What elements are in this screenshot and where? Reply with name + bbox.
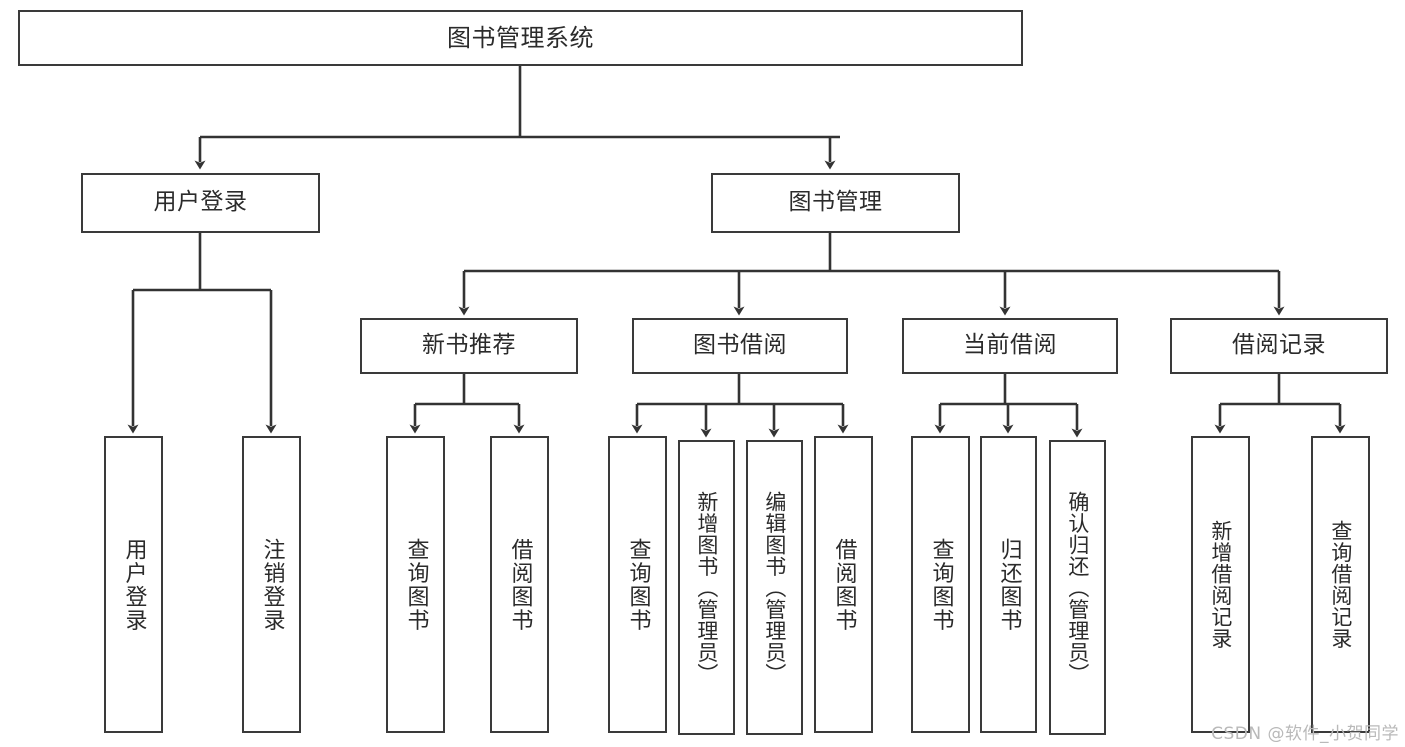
node-borrow-record[interactable]: 借阅记录 xyxy=(1170,318,1388,374)
node-book-borrow[interactable]: 图书借阅 xyxy=(632,318,848,374)
node-leaf-add-record-label: 新增借阅记录 xyxy=(1208,520,1233,649)
node-leaf-edit-book[interactable]: 编辑图书（管理员） xyxy=(746,440,803,735)
node-current-borrow-label: 当前借阅 xyxy=(963,332,1057,359)
node-leaf-edit-book-label: 编辑图书（管理员） xyxy=(762,490,787,685)
node-leaf-query-book-2-label: 查询图书 xyxy=(625,537,651,632)
node-leaf-user-login[interactable]: 用户登录 xyxy=(104,436,163,733)
node-leaf-add-book-label: 新增图书（管理员） xyxy=(694,490,719,685)
node-leaf-query-record-label: 查询借阅记录 xyxy=(1328,520,1353,649)
node-root[interactable]: 图书管理系统 xyxy=(18,10,1023,66)
node-leaf-borrow-book-2-label: 借阅图书 xyxy=(831,537,857,632)
node-leaf-query-book-3[interactable]: 查询图书 xyxy=(911,436,970,733)
node-leaf-return-book-label: 归还图书 xyxy=(996,537,1022,632)
node-leaf-borrow-book-1[interactable]: 借阅图书 xyxy=(490,436,549,733)
node-user-login-label: 用户登录 xyxy=(153,189,248,216)
node-leaf-logout-login[interactable]: 注销登录 xyxy=(242,436,301,733)
node-leaf-add-record[interactable]: 新增借阅记录 xyxy=(1191,436,1250,733)
node-leaf-borrow-book-1-label: 借阅图书 xyxy=(507,537,533,632)
node-leaf-confirm-return-label: 确认归还（管理员） xyxy=(1065,490,1090,685)
node-new-book-recommend-label: 新书推荐 xyxy=(422,332,516,359)
node-book-manage[interactable]: 图书管理 xyxy=(711,173,960,233)
node-user-login[interactable]: 用户登录 xyxy=(81,173,320,233)
node-book-manage-label: 图书管理 xyxy=(788,189,883,216)
node-current-borrow[interactable]: 当前借阅 xyxy=(902,318,1118,374)
node-leaf-confirm-return[interactable]: 确认归还（管理员） xyxy=(1049,440,1106,735)
node-leaf-return-book[interactable]: 归还图书 xyxy=(980,436,1037,733)
node-book-borrow-label: 图书借阅 xyxy=(693,332,787,359)
watermark-text: CSDN @软件_小贺同学 xyxy=(1211,724,1399,744)
node-leaf-logout-login-label: 注销登录 xyxy=(259,537,285,632)
node-leaf-query-book-3-label: 查询图书 xyxy=(928,537,954,632)
node-leaf-user-login-label: 用户登录 xyxy=(121,537,147,632)
node-new-book-recommend[interactable]: 新书推荐 xyxy=(360,318,578,374)
node-root-label: 图书管理系统 xyxy=(447,23,594,52)
node-leaf-query-book-1-label: 查询图书 xyxy=(403,537,429,632)
node-leaf-query-book-1[interactable]: 查询图书 xyxy=(386,436,445,733)
node-leaf-query-record[interactable]: 查询借阅记录 xyxy=(1311,436,1370,733)
node-leaf-add-book[interactable]: 新增图书（管理员） xyxy=(678,440,735,735)
node-leaf-query-book-2[interactable]: 查询图书 xyxy=(608,436,667,733)
node-borrow-record-label: 借阅记录 xyxy=(1232,332,1326,359)
node-leaf-borrow-book-2[interactable]: 借阅图书 xyxy=(814,436,873,733)
